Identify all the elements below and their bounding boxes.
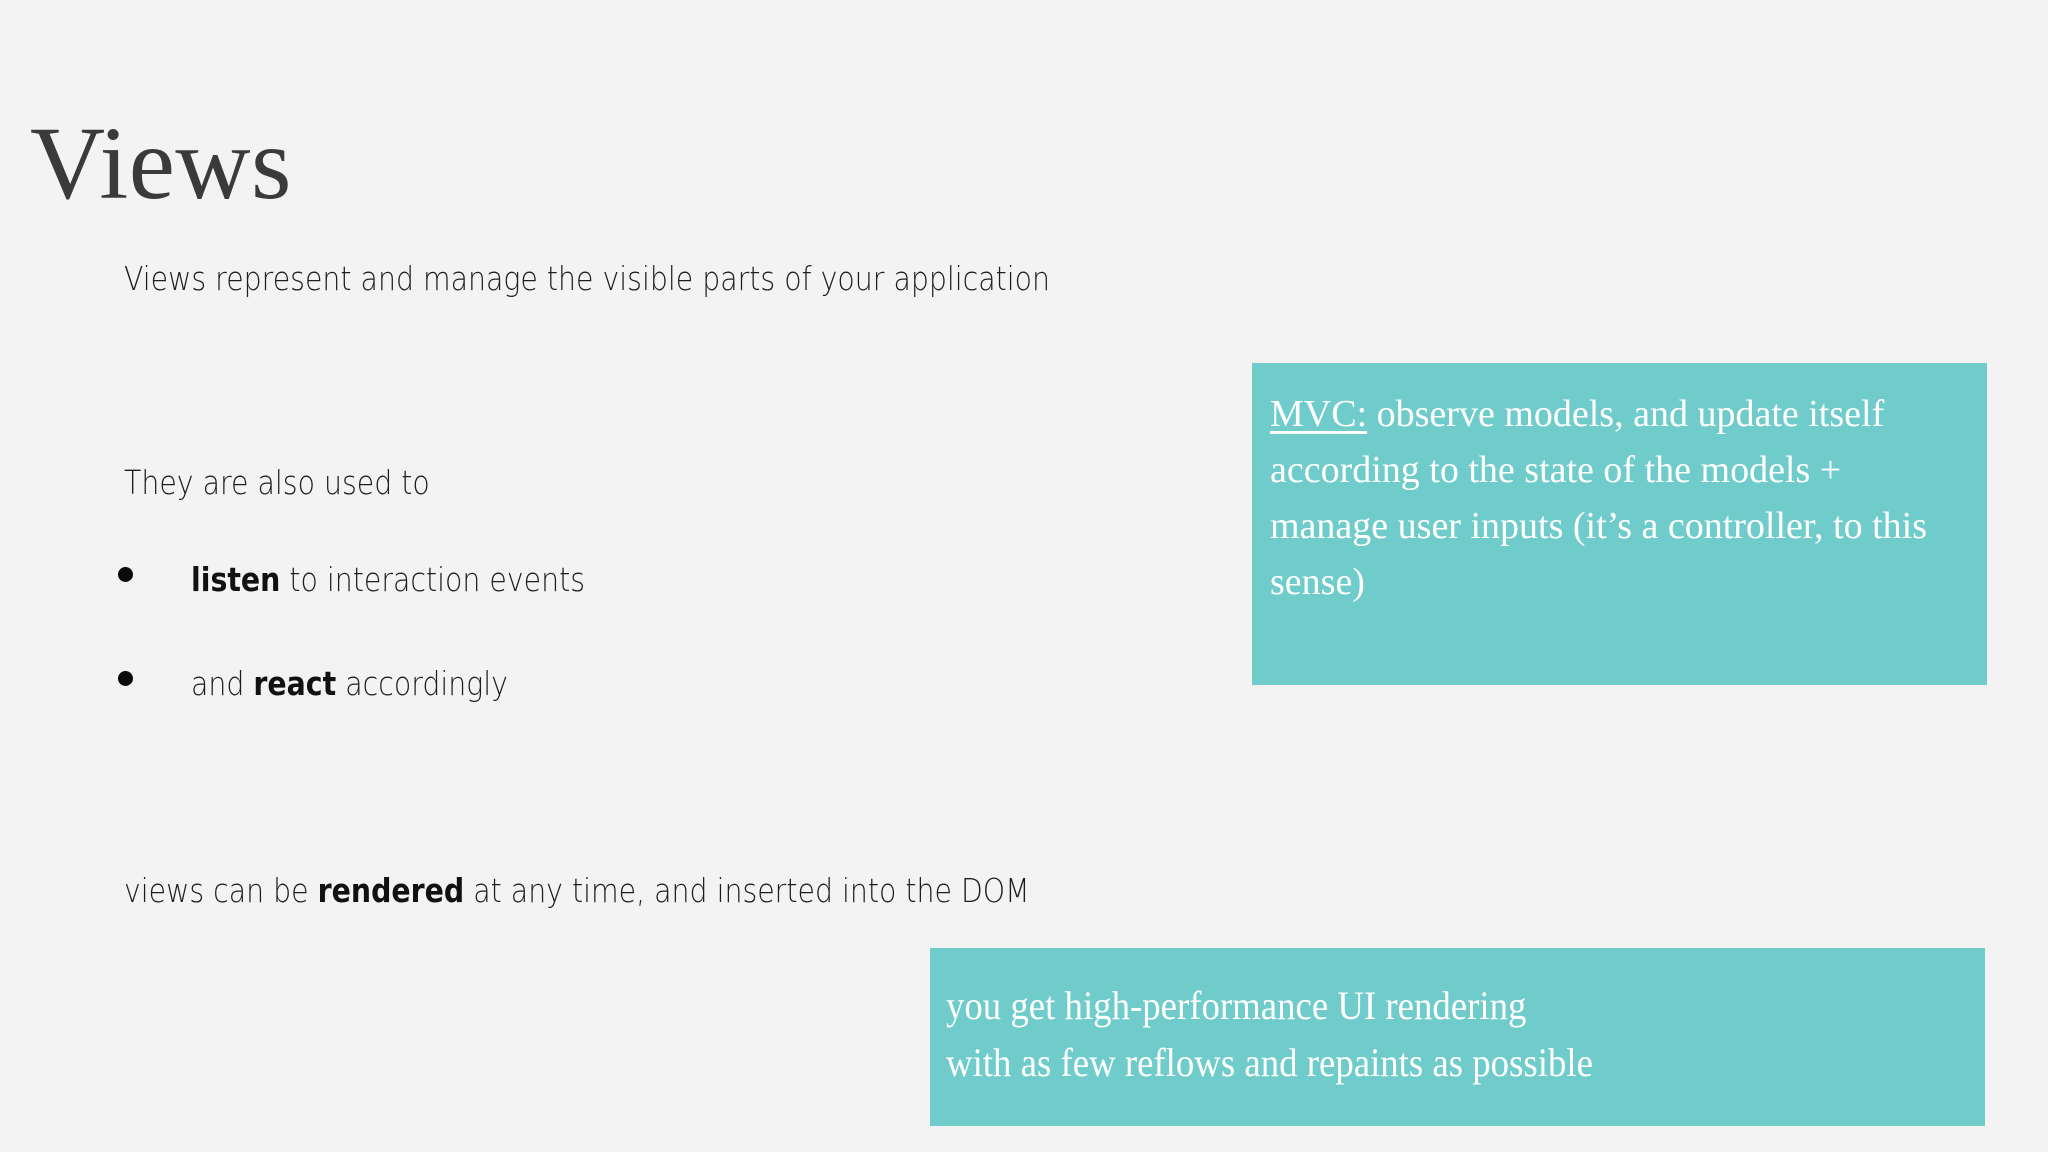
performance-callout-box: you get high-performance UI rendering wi…	[930, 948, 1985, 1126]
list-item-rest: accordingly	[336, 664, 508, 703]
performance-callout-line-2: with as few reflows and repaints as poss…	[946, 1039, 1593, 1085]
also-used-heading: They are also used to	[124, 463, 430, 502]
mvc-callout-box: MVC: observe models, and update itself a…	[1252, 363, 1987, 685]
list-item: and react accordingly	[118, 664, 649, 768]
rendering-paragraph-after: at any time, and inserted into the DOM	[464, 871, 1030, 910]
rendering-paragraph: views can be rendered at any time, and i…	[124, 870, 1030, 911]
performance-callout-line-1: you get high-performance UI rendering	[946, 983, 1527, 1028]
list-item-label: listen to interaction events	[191, 560, 585, 600]
list-item: listen to interaction events	[118, 560, 649, 664]
rendering-paragraph-before: views can be	[124, 871, 318, 910]
rendering-paragraph-emphasis: rendered	[317, 871, 465, 910]
list-item-emphasis: listen	[191, 560, 281, 599]
list-item-emphasis: react	[253, 664, 337, 703]
bullet-dot-icon	[118, 671, 133, 686]
bullet-dot-icon	[118, 567, 133, 582]
mvc-callout-body: observe models, and update itself accord…	[1270, 393, 1928, 603]
list-item-label: and react accordingly	[191, 664, 508, 704]
list-item-prefix: and	[191, 664, 254, 703]
page-title: Views	[30, 105, 292, 221]
mvc-callout-label: MVC:	[1270, 393, 1368, 435]
capability-list: listen to interaction events and react a…	[118, 560, 649, 768]
list-item-rest: to interaction events	[280, 560, 586, 599]
lead-paragraph: Views represent and manage the visible p…	[124, 259, 1051, 298]
